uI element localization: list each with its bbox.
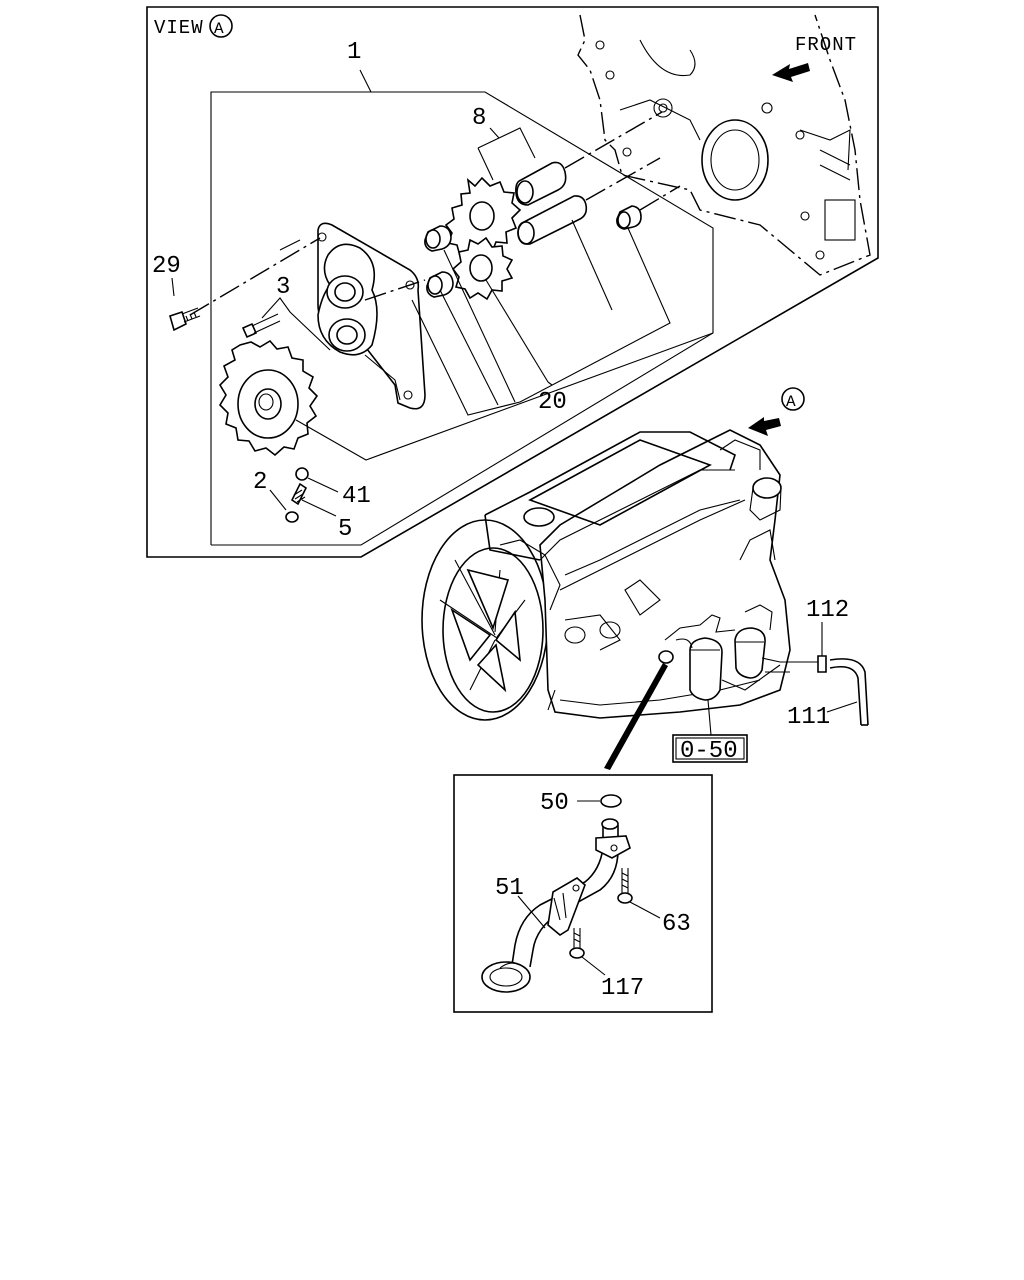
plug-2 — [285, 511, 299, 523]
detail-frame — [453, 774, 713, 1013]
callout-117: 117 — [601, 975, 644, 1002]
view-a-marker: A — [748, 387, 805, 436]
relief-valve-parts — [269, 467, 339, 523]
bolt-117 — [569, 928, 606, 976]
callout-8: 8 — [472, 105, 486, 132]
callout-3: 3 — [276, 274, 290, 301]
engine-block-outline — [577, 14, 871, 276]
engine-assembly — [421, 429, 791, 721]
view-circle-letter: A — [214, 20, 225, 38]
callout-20: 20 — [538, 389, 567, 416]
reference-label: 0-50 — [680, 738, 738, 765]
callout-2: 2 — [253, 469, 267, 496]
detail-pointer-wedge — [604, 663, 668, 770]
callout-51: 51 — [495, 875, 524, 902]
oil-filter-assembly — [658, 604, 869, 736]
callout-41: 41 — [342, 483, 371, 510]
callout-29: 29 — [152, 253, 181, 280]
bolt-63 — [617, 868, 661, 919]
view-direction-arrow-icon — [748, 417, 781, 436]
bolt-29 — [169, 277, 201, 332]
leader-51 — [517, 895, 546, 929]
callout-112: 112 — [806, 597, 849, 624]
centerlines — [189, 111, 681, 316]
callout-20-leaders — [411, 219, 671, 416]
callout-8-bracket — [477, 127, 536, 181]
front-arrow-icon — [772, 63, 810, 82]
lower-assembly-lines — [279, 239, 714, 461]
callout-50: 50 — [540, 790, 569, 817]
callout-63: 63 — [662, 911, 691, 938]
view-label: VIEW — [154, 17, 204, 39]
view-circle-marker — [209, 14, 233, 38]
callout-5: 5 — [338, 516, 352, 543]
reference-box: 0-50 — [672, 734, 748, 765]
oil-strainer-pipe — [481, 794, 631, 993]
callout-111: 111 — [787, 704, 830, 731]
front-label: FRONT — [795, 34, 857, 56]
front-indicator: FRONT — [772, 34, 857, 82]
assembly-bracket — [210, 69, 714, 546]
clip-112 — [817, 655, 827, 673]
view-a-frame — [146, 6, 879, 558]
view-a-header: VIEW A — [154, 14, 233, 39]
hose-111 — [829, 658, 869, 726]
callout-1: 1 — [347, 39, 361, 66]
o-ring-50 — [600, 794, 622, 808]
shaft-pins — [424, 161, 642, 298]
pump-body — [317, 222, 426, 410]
view-a-marker-letter: A — [786, 393, 797, 411]
bolt-3 — [241, 297, 331, 351]
drive-gear — [218, 339, 319, 457]
ball-41 — [295, 467, 309, 481]
